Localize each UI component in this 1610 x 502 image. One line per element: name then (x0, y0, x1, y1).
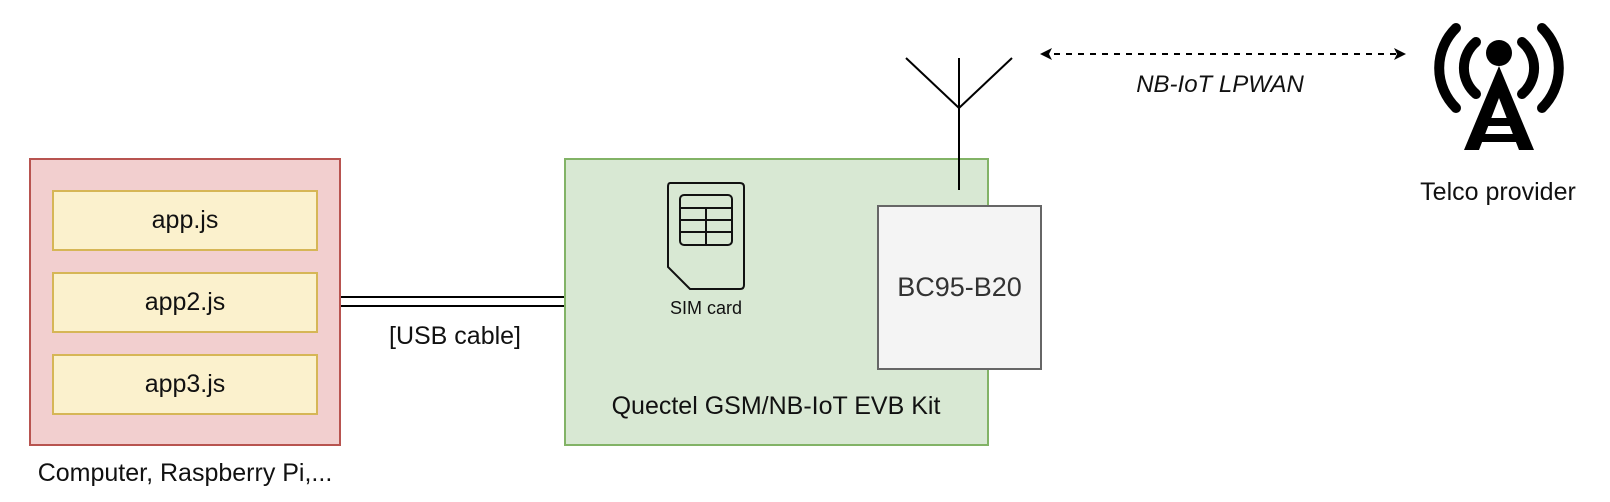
app-box-2: app2.js (52, 272, 318, 333)
app-label: app2.js (144, 288, 226, 316)
module-label: BC95-B20 (897, 272, 1022, 302)
app-label: app.js (151, 206, 219, 234)
module-box: BC95-B20 (877, 205, 1042, 370)
sim-card-label: SIM card (669, 298, 743, 318)
cell-tower-icon (1434, 23, 1564, 150)
kit-caption: Quectel GSM/NB-IoT EVB Kit (611, 392, 941, 420)
host-caption: Computer, Raspberry Pi,... (37, 459, 333, 487)
sim-card-icon (667, 182, 745, 290)
app-label: app3.js (144, 370, 226, 398)
app-box-1: app.js (52, 190, 318, 251)
tower-caption: Telco provider (1420, 178, 1576, 206)
radio-link-label: NB-IoT LPWAN (1136, 71, 1304, 98)
antenna-icon (905, 57, 1013, 190)
usb-cable-connector (341, 296, 564, 307)
usb-cable-label: [USB cable] (388, 322, 522, 350)
app-box-3: app3.js (52, 354, 318, 415)
